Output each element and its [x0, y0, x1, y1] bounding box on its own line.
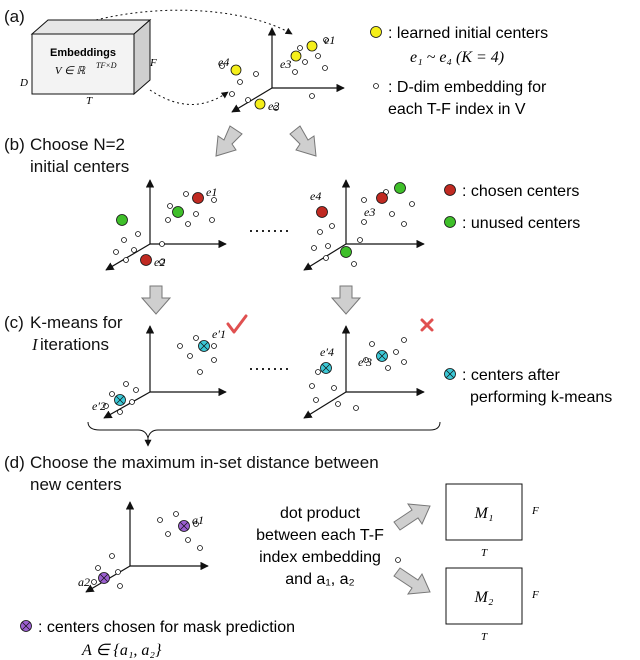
embedding-points-d: [91, 511, 203, 589]
legend-chosen-swatch: [444, 184, 456, 196]
flow-arrows-d: [393, 503, 431, 595]
box-dim-d: D: [19, 77, 28, 89]
embedding-points-c-right: [309, 337, 407, 411]
section-b-title-1: Choose N=2: [30, 135, 125, 154]
ellipsis-c: ·······: [248, 358, 290, 378]
legend-mask-text: : centers chosen for mask prediction: [38, 619, 295, 636]
ellipsis-b: ·······: [248, 220, 290, 240]
embeddings-title: Embeddings: [50, 47, 116, 59]
mask-box-2: [445, 567, 523, 625]
dot-product-line-3: index embedding: [259, 549, 381, 566]
mask-box-1: [445, 483, 523, 541]
box-dim-f: F: [149, 57, 157, 69]
section-c-title-2-var: I: [31, 335, 39, 354]
section-d-title-2: new centers: [30, 475, 122, 494]
mask-2-dim-t: T: [481, 631, 488, 643]
mask-label-1: M₁: [474, 505, 494, 522]
kmeans-center-c-right-2: [320, 362, 332, 374]
section-a-label: (a): [4, 7, 25, 26]
mask-center-a2: [98, 572, 110, 584]
axes-c-left: [103, 325, 227, 419]
embedding-point-d-sample: [395, 557, 401, 563]
box-dim-t: T: [86, 95, 93, 107]
legend-kmeans-text-1: : centers after: [462, 367, 560, 384]
kmeans-center-c-left-1: [198, 340, 210, 352]
section-c-title-2-rest: iterations: [40, 335, 109, 354]
section-c-title-1: K-means for: [30, 313, 123, 332]
section-b-label: (b): [4, 135, 25, 154]
embeddings-formula-sup: TF×D: [96, 61, 117, 70]
center-label-e1p-c: e′1: [212, 327, 226, 341]
center-label-e4-a: e4: [218, 55, 229, 69]
legend-mask-swatch: [20, 620, 32, 632]
axes-c-right: [303, 325, 425, 419]
mask-center-a1: [178, 520, 190, 532]
mask-label-2: M₂: [474, 589, 494, 606]
chosen-center-b-right-e4: [316, 206, 328, 218]
embedding-points-b-left: [113, 191, 217, 265]
dot-product-line-4: and a₁, a₂: [285, 571, 354, 588]
mapping-arrow-bottom: [149, 89, 229, 105]
dot-product-line-2: between each T-F: [256, 527, 384, 544]
unused-center-b-left-1: [116, 214, 128, 226]
center-label-e2p-c: e′2: [92, 399, 106, 413]
section-d-title-1: Choose the maximum in-set distance betwe…: [30, 453, 379, 472]
embedding-points-b-right: [311, 189, 415, 267]
flow-arrows-ab: [215, 125, 317, 157]
center-label-e2-b: e2: [154, 255, 165, 269]
legend-learned-text: : learned initial centers: [388, 25, 548, 42]
center-label-a2: a2: [78, 575, 90, 589]
center-label-e3-a: e3: [280, 57, 291, 71]
center-label-e4p-c: e′4: [320, 345, 334, 359]
embeddings-formula: V ∈ ℝ: [55, 65, 87, 77]
axes-a: [231, 27, 345, 113]
legend-kmeans-swatch: [444, 368, 456, 380]
mapping-arrow-top: [95, 9, 293, 35]
flow-arrows-bc: [140, 285, 362, 315]
legend-embed-swatch: [373, 83, 379, 89]
mask-1-dim-f: F: [531, 505, 539, 517]
unused-center-b-right-1: [394, 182, 406, 194]
unused-center-b-left-2: [172, 206, 184, 218]
center-label-a1: a1: [192, 513, 204, 527]
merge-brace: [87, 421, 441, 439]
center-label-e3p-c: e′3: [358, 355, 372, 369]
section-b-title-2: initial centers: [30, 157, 129, 176]
kmeans-center-c-right-1: [376, 350, 388, 362]
dot-product-line-1: dot product: [280, 505, 361, 522]
legend-chosen-text: : chosen centers: [462, 183, 579, 200]
legend-embed-text-2: each T-F index in V: [388, 101, 526, 118]
check-mark-icon: [226, 314, 248, 334]
unused-center-b-right-2: [340, 246, 352, 258]
section-d-label: (d): [4, 453, 25, 472]
chosen-center-b-left-e2: [140, 254, 152, 266]
legend-range-text: e₁ ~ e₄ (K = 4): [410, 49, 504, 66]
learned-centers-a: [230, 40, 318, 110]
legend-unused-swatch: [444, 216, 456, 228]
center-label-e3-b: e3: [364, 205, 375, 219]
legend-unused-text: : unused centers: [462, 215, 580, 232]
legend-embed-text-1: : D-dim embedding for: [388, 79, 547, 96]
embedding-points-c-left: [103, 335, 217, 415]
legend-learned-swatch: [370, 26, 382, 38]
section-c-label: (c): [4, 313, 24, 332]
chosen-center-b-left-e1: [192, 192, 204, 204]
center-label-e2-a: e2: [268, 99, 279, 113]
center-label-e1-a: e1: [324, 33, 335, 47]
mask-2-dim-f: F: [531, 589, 539, 601]
legend-set-text: A ∈ {a₁, a₂}: [81, 642, 162, 659]
chosen-center-b-right-e3: [376, 192, 388, 204]
embedding-points-a: [219, 37, 329, 111]
center-label-e4-b: e4: [310, 189, 321, 203]
mask-1-dim-t: T: [481, 547, 488, 559]
legend-kmeans-text-2: performing k-means: [470, 389, 612, 406]
embeddings-box: [30, 18, 152, 96]
cross-mark-icon: [420, 318, 434, 332]
center-label-e1-b: e1: [206, 185, 217, 199]
kmeans-center-c-left-2: [114, 394, 126, 406]
